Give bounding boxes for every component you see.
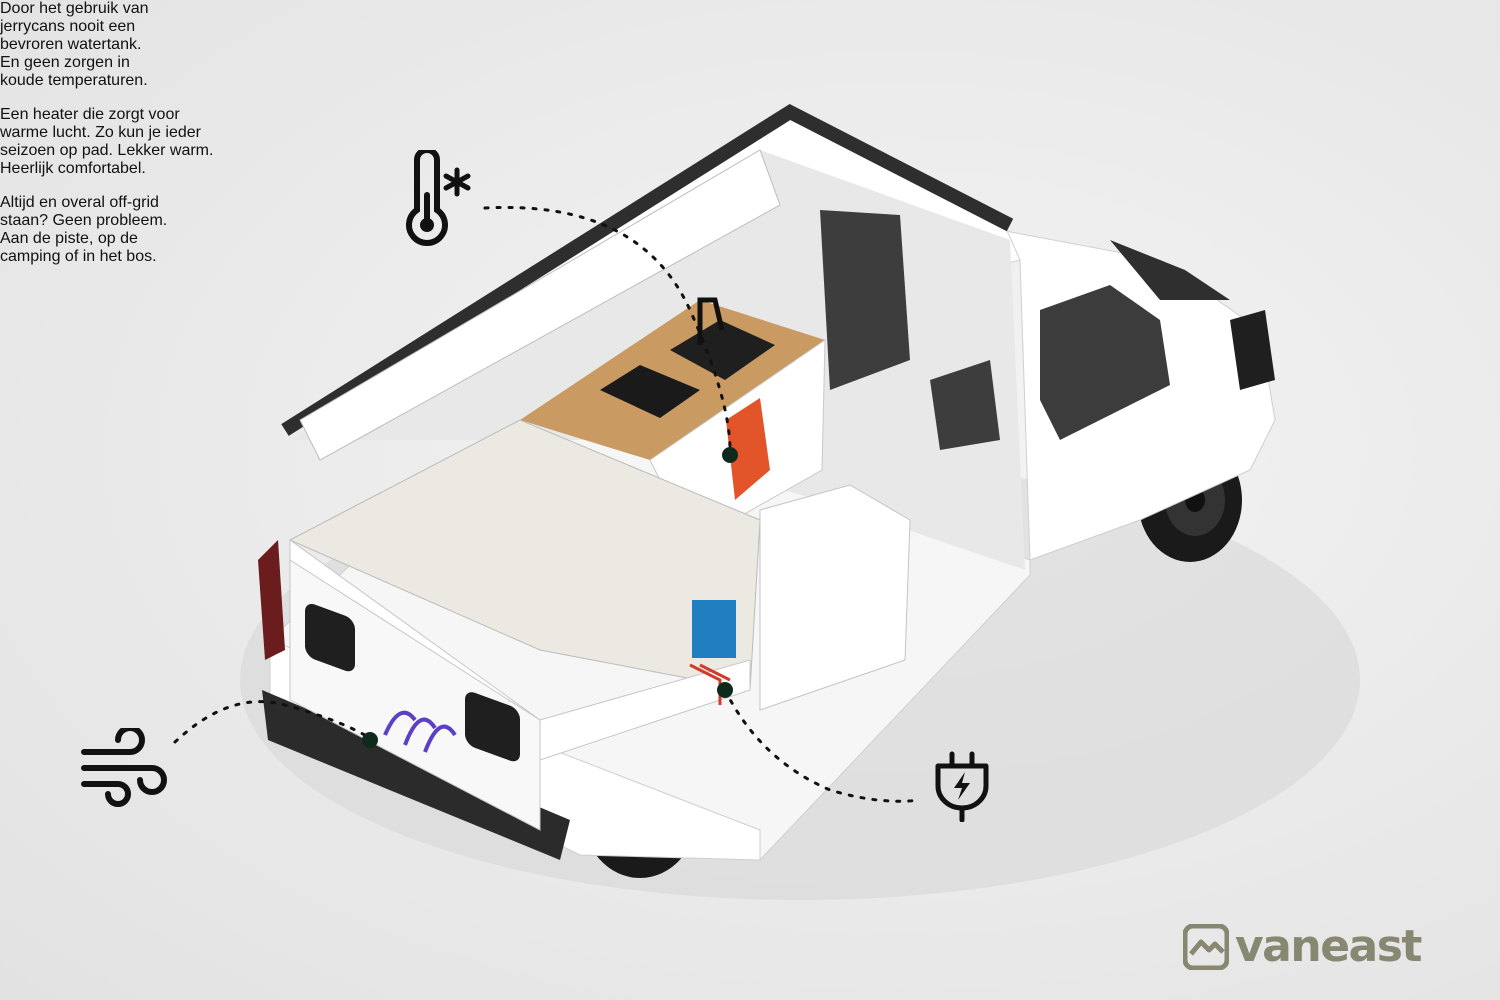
windshield (1110, 240, 1230, 300)
entry-bench (759, 484, 911, 711)
water-pipes (689, 663, 731, 705)
thermometer-snowflake-icon (406, 150, 471, 246)
driver-seat (820, 210, 910, 390)
offgrid-line-3: Aan de piste, op de (0, 230, 138, 247)
heater-line-2: warme lucht. Zo kun je ieder (0, 124, 201, 141)
roof-edge (281, 103, 1014, 436)
offgrid-line-1: Altijd en overal off-grid (0, 194, 159, 211)
cold-line-2: jerrycans nooit een (0, 18, 136, 35)
cold-line-3: bevroren watertank. (0, 36, 142, 53)
bed-top (288, 419, 761, 691)
heater-airflow (383, 710, 457, 753)
connector-lines (173, 205, 922, 803)
brand-logo: vaneast (1183, 921, 1422, 972)
faucet (697, 297, 725, 345)
storage-opening-1 (305, 604, 355, 672)
marker-heater (362, 732, 378, 748)
cold-line-4: En geen zorgen in (0, 54, 130, 71)
side-mirror (1230, 310, 1275, 390)
marker-cold (722, 447, 738, 463)
mountain-logo-icon (1183, 924, 1229, 970)
heater-line-3: seizoen op pad. Lekker warm. (0, 142, 214, 159)
heater-line-1: Een heater die zorgt voor (0, 106, 180, 123)
rear-bumper (262, 690, 570, 860)
sink (670, 320, 775, 380)
connector-cold (483, 205, 732, 452)
offgrid-line-2: staan? Geen probleem. (0, 212, 168, 229)
offgrid-line-4: camping of in het bos. (0, 248, 157, 265)
taillight (258, 540, 285, 660)
water-heater (692, 600, 736, 658)
jerrycan (726, 398, 770, 500)
plug-lightning-icon (935, 751, 989, 822)
brand-name: vaneast (1235, 921, 1422, 972)
wind-icon (81, 728, 167, 807)
heater-line-4: Heerlijk comfortabel. (0, 160, 146, 177)
upper-cabinets (299, 149, 781, 461)
cab-window (1040, 285, 1170, 440)
storage-opening-2 (465, 692, 520, 762)
cold-line-5: koude temperaturen. (0, 72, 148, 89)
passenger-seat (930, 360, 1000, 450)
cold-line-1: Door het gebruik van (0, 0, 149, 17)
stove (600, 365, 700, 418)
marker-offgrid (717, 682, 733, 698)
connector-heater (173, 700, 372, 744)
